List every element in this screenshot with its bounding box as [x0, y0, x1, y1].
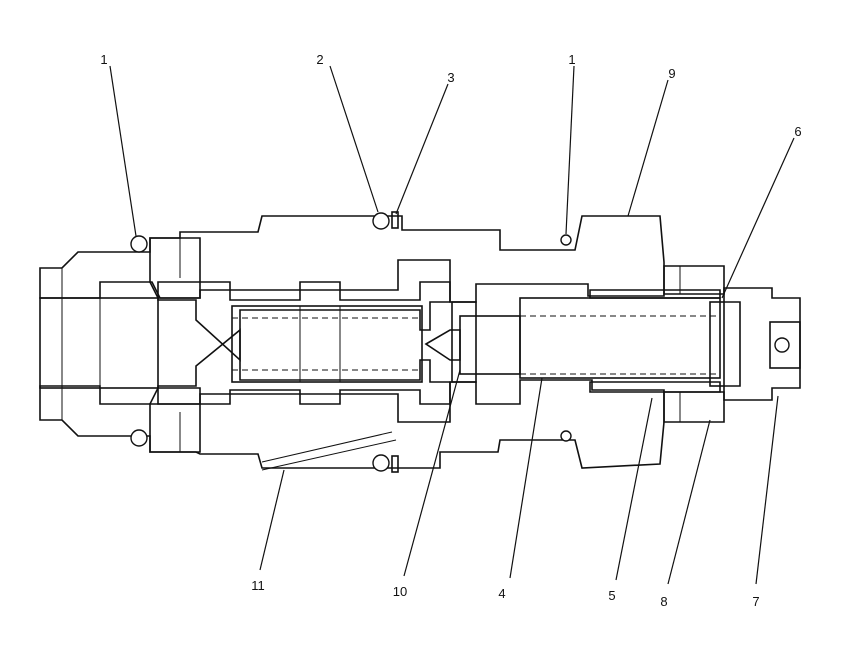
- callout-labels: 1 2 3 1 9 6 11 10 4 5 8 7: [100, 52, 801, 609]
- spool-cage: [157, 238, 451, 452]
- callout-11: 11: [251, 578, 265, 593]
- callout-4: 4: [498, 586, 505, 601]
- callout-7: 7: [752, 594, 759, 609]
- o-rings: [130, 211, 572, 473]
- o-ring: [372, 454, 390, 472]
- o-ring: [130, 235, 148, 253]
- callout-1-left: 1: [100, 52, 107, 67]
- callout-6: 6: [794, 124, 801, 139]
- drain-passage: [261, 431, 397, 471]
- callout-10: 10: [393, 584, 407, 599]
- callout-5: 5: [608, 588, 615, 603]
- end-cap: [723, 287, 801, 401]
- spring-bore: [470, 289, 725, 393]
- callout-8: 8: [660, 594, 667, 609]
- leader-lines: [109, 65, 795, 585]
- o-ring: [560, 430, 572, 442]
- callout-1-right: 1: [568, 52, 575, 67]
- valve-body: [149, 215, 665, 469]
- o-ring: [130, 429, 148, 447]
- poppet-needle: [424, 301, 521, 383]
- callout-2: 2: [316, 52, 323, 67]
- o-ring: [560, 234, 572, 246]
- callout-9: 9: [668, 66, 675, 81]
- o-ring: [372, 212, 390, 230]
- callout-3: 3: [447, 70, 454, 85]
- left-fitting: [39, 237, 201, 453]
